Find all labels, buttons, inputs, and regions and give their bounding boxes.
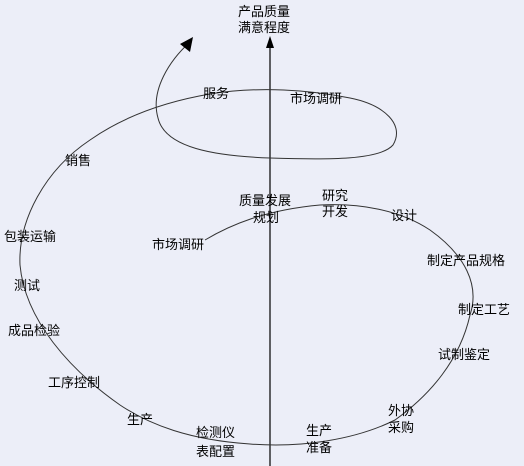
stage-trial-appraisal: 试制鉴定 [438,348,490,363]
stage-packaging: 包装运输 [4,229,56,245]
stage-rnd-line2: 开发 [322,204,348,220]
stage-rnd-line1: 研究 [322,189,348,204]
spiral-arrowhead [180,37,193,52]
axis-label-line1: 产品质量 [238,5,290,20]
stage-design: 设计 [391,209,417,224]
stage-production-prep-line1: 生产 [306,424,332,439]
spiral-upper-loop [155,41,397,160]
stage-outsourcing-line1: 外协 [388,404,414,419]
stage-outsourcing-line2: 采购 [388,420,414,436]
stage-production: 生产 [127,413,153,428]
stage-process-design: 制定工艺 [458,303,510,318]
stage-instrument-config-line2: 表配置 [196,445,235,460]
stage-market-research-upper: 市场调研 [290,91,342,107]
stage-sales: 销售 [65,153,91,169]
stage-production-prep-line2: 准备 [306,440,332,456]
stage-final-inspection: 成品检验 [8,323,60,339]
stage-testing: 测试 [14,279,40,294]
quality-axis-arrowhead [266,36,274,48]
stage-service: 服务 [203,86,229,102]
stage-process-control: 工序控制 [48,376,100,391]
stage-market-research-start: 市场调研 [152,237,204,253]
stage-instrument-config-line1: 检测仪 [196,426,235,441]
stage-quality-planning-line2: 规划 [253,211,279,226]
stage-quality-planning-line1: 质量发展 [239,193,291,209]
stage-product-spec: 制定产品规格 [427,253,505,269]
axis-label-line2: 满意程度 [238,20,290,36]
spiral-main-loop [19,93,474,446]
